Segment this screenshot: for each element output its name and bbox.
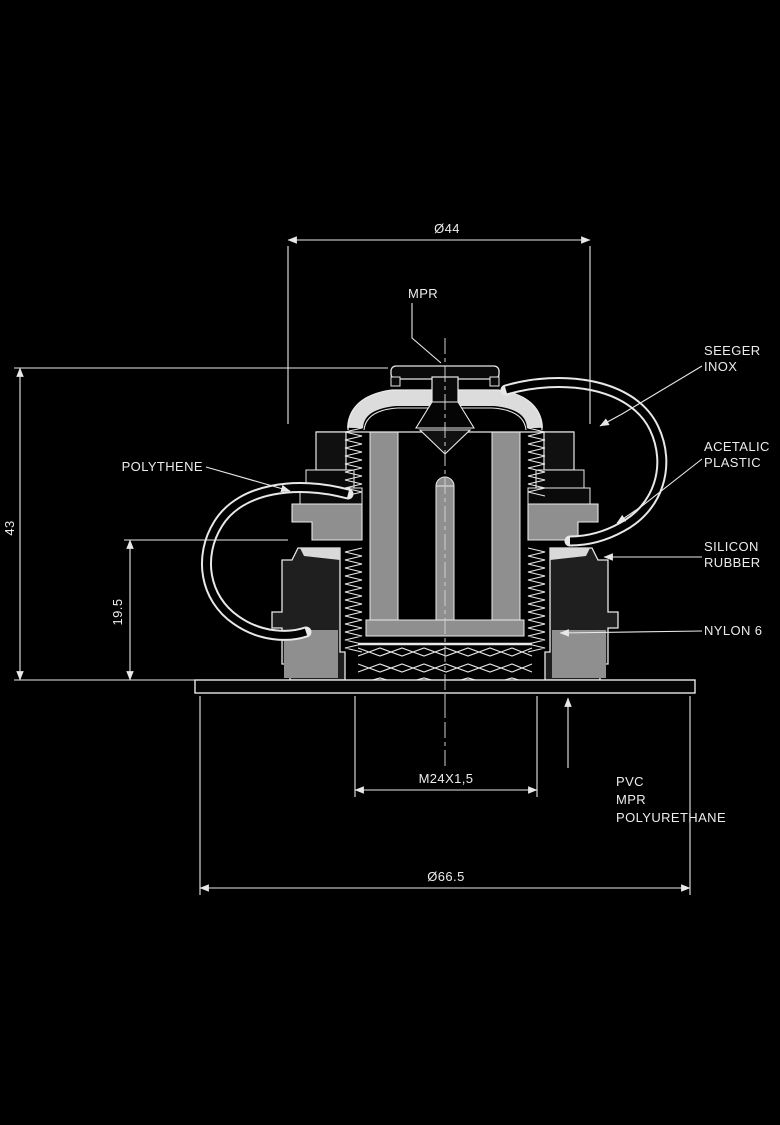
leader-nylon [559, 629, 703, 637]
label-acetalic-line1: ACETALIC [704, 439, 770, 454]
leader-lines [205, 303, 703, 768]
dim-partial-height-label: 19.5 [110, 599, 125, 626]
dim-base-diameter-label: Ø66.5 [427, 869, 464, 884]
upper-thread-left [344, 427, 363, 497]
label-nylon: NYLON 6 [704, 623, 762, 638]
label-acetalic-line2: PLASTIC [704, 455, 761, 470]
dimensions [14, 236, 691, 895]
label-seeger-line1: SEEGER [704, 343, 761, 358]
dim-overall-height-label: 43 [2, 520, 17, 535]
leader-polythene [205, 466, 291, 493]
knob-hook-left [390, 376, 401, 387]
cap-flange-left [315, 431, 347, 471]
housing-gray-right [552, 630, 606, 678]
label-silicon-line1: SILICON [704, 539, 759, 554]
lower-thread-left [344, 547, 363, 653]
dimension-base-diameter [199, 696, 691, 895]
mid-flange-left [291, 503, 363, 541]
body-wall-right [491, 431, 521, 637]
tether-loop-right-inner [505, 378, 666, 545]
leader-seeger-inox [599, 365, 703, 427]
cap-flange-right [543, 431, 575, 471]
dimension-top-diameter [287, 236, 591, 424]
spring-bellows [357, 647, 533, 685]
label-pvc-line1: PVC [616, 774, 644, 789]
mid-flange-right [527, 503, 599, 541]
leader-mpr [411, 303, 442, 364]
upper-thread-right [527, 427, 546, 497]
label-polythene: POLYTHENE [122, 459, 203, 474]
dimension-overall-height [14, 367, 388, 681]
knob-hook-right [489, 376, 500, 387]
dimension-partial-height [124, 539, 288, 681]
dim-thread-label: M24X1,5 [419, 771, 474, 786]
label-seeger-line2: INOX [704, 359, 737, 374]
gasket-right [550, 548, 590, 560]
label-silicon-line2: RUBBER [704, 555, 761, 570]
leader-acetalic-plastic [616, 458, 703, 524]
gasket-left [300, 548, 340, 560]
lower-thread-right [527, 547, 546, 653]
dimension-thread [354, 696, 538, 797]
label-pvc-line2: MPR [616, 792, 646, 807]
dim-top-diameter-label: Ø44 [434, 221, 460, 236]
body-wall-left [369, 431, 399, 637]
text-labels: Ø44 MPR SEEGER INOX ACETALIC PLASTIC POL… [2, 221, 770, 884]
label-mpr: MPR [408, 286, 438, 301]
washer-right [527, 487, 591, 505]
label-pvc-line3: POLYURETHANE [616, 810, 726, 825]
